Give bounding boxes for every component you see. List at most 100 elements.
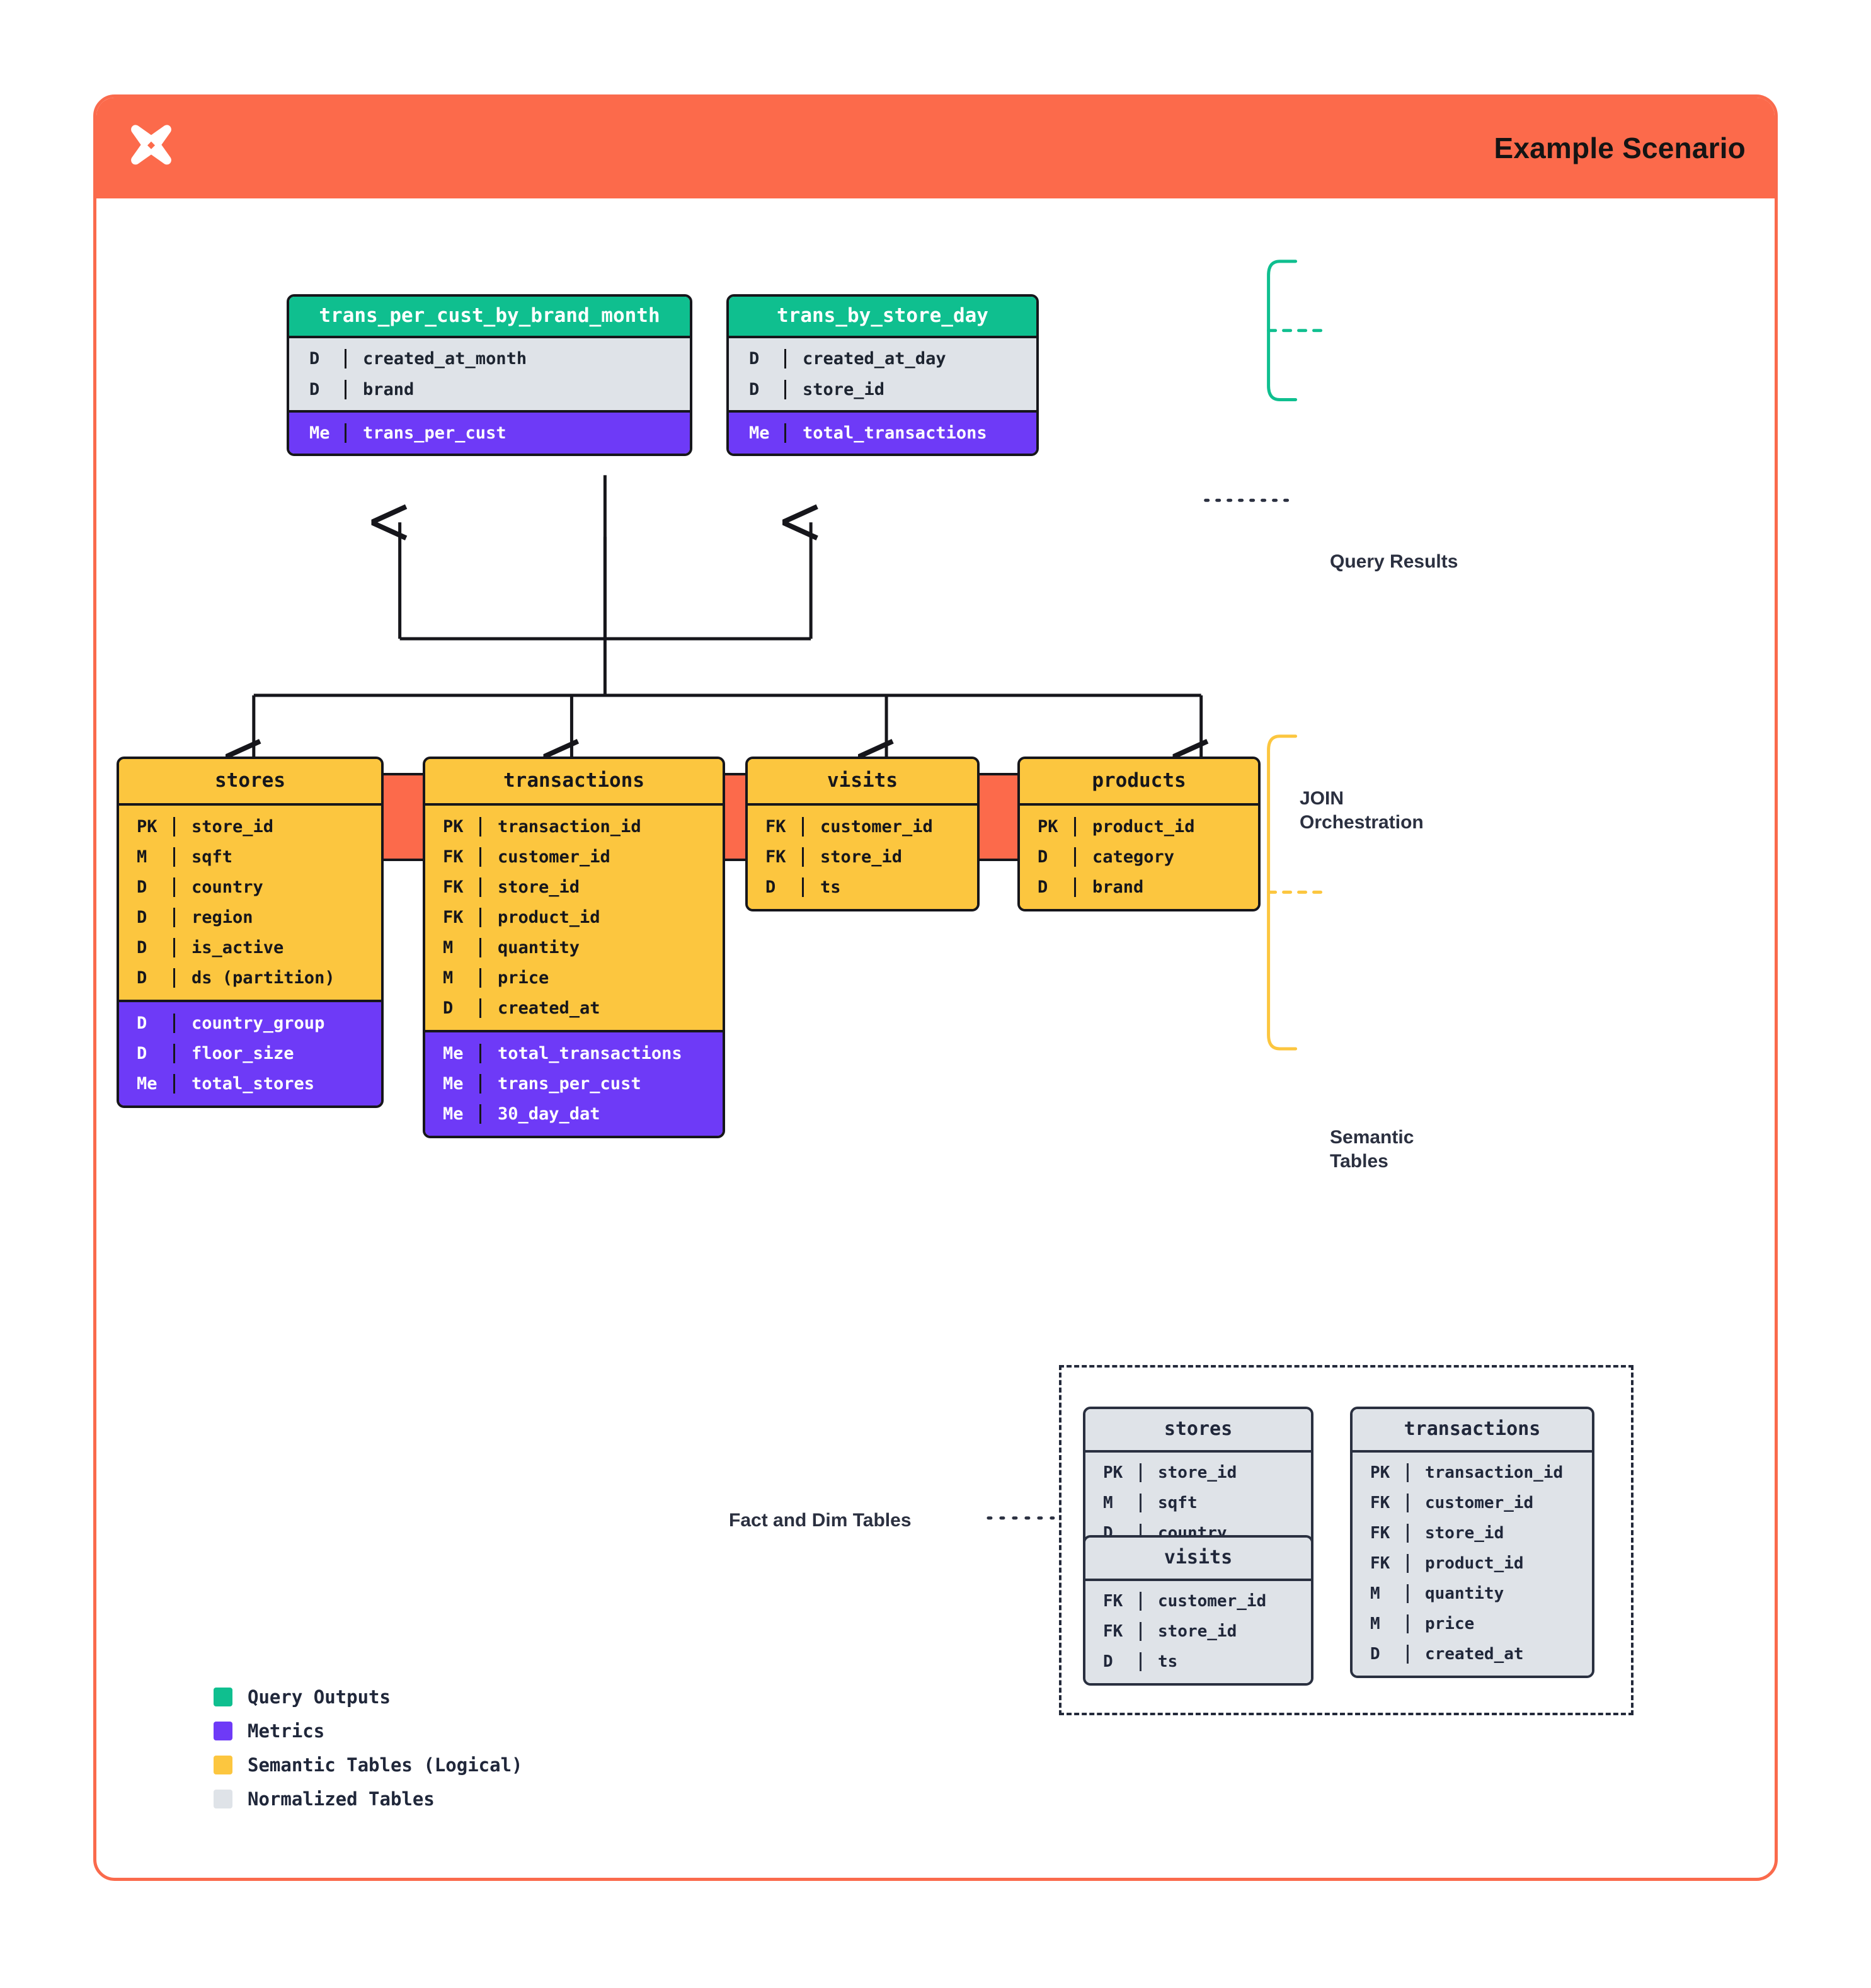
legend-item: Metrics xyxy=(214,1714,523,1748)
field-name: store_id xyxy=(784,380,1036,399)
field-name: store_id xyxy=(1140,1622,1311,1641)
field-key: FK xyxy=(1103,1592,1123,1611)
field-name: store_id xyxy=(1407,1524,1592,1543)
field-key: M xyxy=(1370,1584,1380,1603)
field-key: FK xyxy=(443,907,464,927)
field-key: PK xyxy=(443,816,464,837)
field-name: customer_id xyxy=(802,816,977,837)
field-name: transaction_id xyxy=(1407,1463,1592,1482)
field-name: country_group xyxy=(173,1013,381,1033)
table-title: stores xyxy=(119,759,381,803)
field-key: D xyxy=(1038,847,1048,867)
field-key: FK xyxy=(765,847,786,867)
query-results-bracket-label: Query Results xyxy=(1330,551,1458,572)
semantic-tables-bracket-label: Semantic Tables xyxy=(1330,1127,1414,1172)
field-key: FK xyxy=(1103,1622,1123,1641)
field-name: store_id xyxy=(479,877,723,897)
field-key: D xyxy=(1370,1645,1380,1664)
field-name: price xyxy=(1407,1614,1592,1633)
field-key: Me xyxy=(443,1104,464,1124)
field-key: D xyxy=(137,937,147,957)
legend-swatch-semantic-tables xyxy=(214,1756,232,1774)
field-key: M xyxy=(137,847,147,867)
fact-dim-group-box xyxy=(1059,1365,1634,1715)
field-name: 30_day_dat xyxy=(479,1104,723,1124)
field-name: floor_size xyxy=(173,1043,381,1063)
field-name: created_at xyxy=(479,998,723,1018)
legend-swatch-normalized-tables xyxy=(214,1790,232,1808)
field-key: Me xyxy=(137,1073,157,1094)
field-name: ts xyxy=(1140,1652,1311,1671)
field-name: total_transactions xyxy=(479,1043,723,1063)
field-name: customer_id xyxy=(1407,1494,1592,1512)
field-key: D xyxy=(749,349,760,368)
legend: Query Outputs Metrics Semantic Tables (L… xyxy=(214,1680,523,1816)
field-row: D created_at_month xyxy=(289,343,690,374)
field-row: Me trans_per_cust xyxy=(289,418,690,448)
field-row: D store_id xyxy=(729,374,1036,405)
page-title: Example Scenario xyxy=(1494,132,1746,164)
field-row: PK transaction_id xyxy=(1353,1458,1592,1488)
field-key: D xyxy=(137,907,147,927)
field-key: D xyxy=(137,968,147,988)
field-key: D xyxy=(137,1043,147,1063)
field-row: Me total_transactions xyxy=(729,418,1036,448)
field-name: created_at_day xyxy=(784,349,1036,368)
field-row: D created_at_day xyxy=(729,343,1036,374)
field-name: store_id xyxy=(1140,1463,1311,1482)
field-key: D xyxy=(749,380,760,399)
table-title: products xyxy=(1020,759,1258,803)
field-name: product_id xyxy=(1074,816,1258,837)
field-key: PK xyxy=(1103,1463,1123,1482)
field-name: customer_id xyxy=(479,847,723,867)
legend-swatch-metrics xyxy=(214,1722,232,1740)
field-name: created_at xyxy=(1407,1645,1592,1664)
x-sparkle-logo-icon xyxy=(124,121,178,175)
field-key: PK xyxy=(1370,1463,1390,1482)
field-name: customer_id xyxy=(1140,1592,1311,1611)
table-title: stores xyxy=(1085,1409,1311,1450)
table-title: visits xyxy=(748,759,977,803)
field-name: trans_per_cust xyxy=(479,1073,723,1094)
field-row: D brand xyxy=(289,374,690,405)
query-result-table-0[interactable]: trans_per_cust_by_brand_month D created_… xyxy=(287,294,692,456)
field-name: product_id xyxy=(479,907,723,927)
dimensions-section: D created_at_month D brand xyxy=(289,336,690,410)
diagram-canvas: trans_per_cust_by_brand_month D created_… xyxy=(96,198,1775,1878)
table-title: visits xyxy=(1085,1538,1311,1579)
field-key: D xyxy=(443,998,454,1018)
field-key: Me xyxy=(443,1073,464,1094)
legend-swatch-query-outputs xyxy=(214,1688,232,1706)
metrics-section: Me total_transactions Me trans_per_cust Me… xyxy=(425,1030,723,1136)
card-header: Example Scenario xyxy=(96,98,1775,198)
query-result-table-1[interactable]: trans_by_store_day D created_at_day D st… xyxy=(726,294,1039,456)
table-title: trans_per_cust_by_brand_month xyxy=(289,297,690,336)
field-key: D xyxy=(1103,1652,1113,1671)
field-name: region xyxy=(173,907,381,927)
field-name: is_active xyxy=(173,937,381,957)
field-name: total_stores xyxy=(173,1073,381,1094)
table-title: transactions xyxy=(1353,1409,1592,1450)
legend-label: Metrics xyxy=(248,1720,325,1742)
field-row: Me 30_day_dat xyxy=(425,1099,723,1129)
